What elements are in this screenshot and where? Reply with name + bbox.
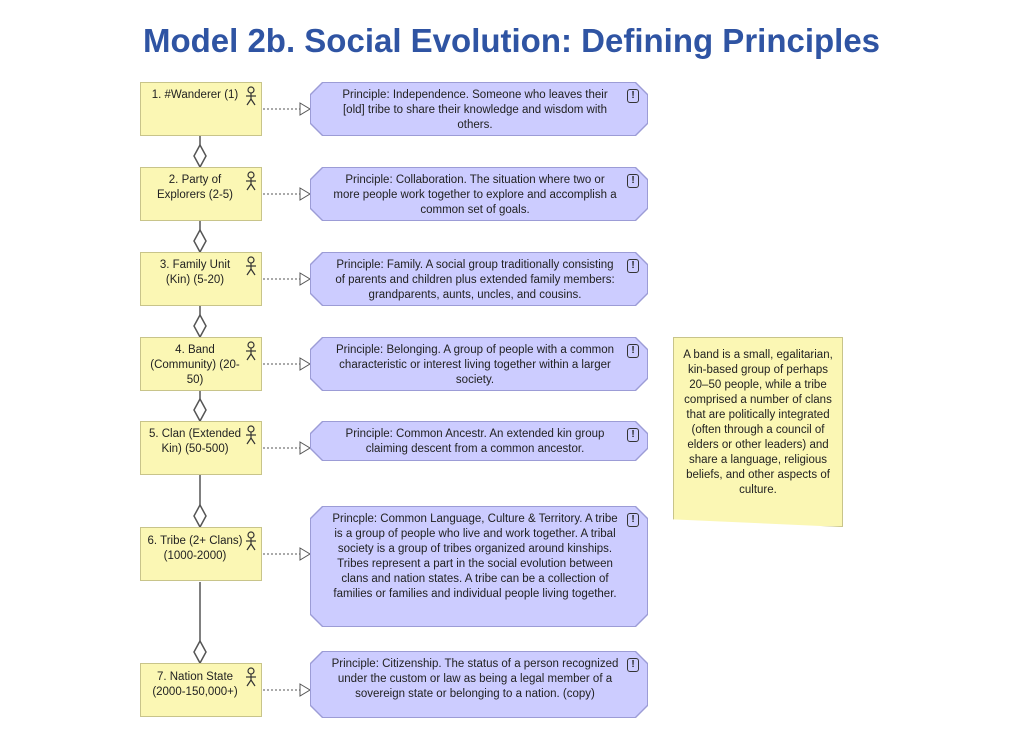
aggregation-diamond — [193, 639, 207, 665]
constraint-icon: ! — [627, 344, 639, 358]
actor-icon — [246, 531, 256, 551]
actor-label: 3. Family Unit (Kin) (5-20) — [159, 259, 231, 286]
principle-text: Principle: Independence. Someone who lea… — [342, 89, 608, 131]
actor-icon — [246, 667, 256, 687]
actor-icon — [246, 341, 256, 361]
actor-label: 2. Party of Explorers (2-5) — [156, 174, 234, 201]
constraint-icon: ! — [627, 174, 639, 188]
principle-text: Principle: Family. A social group tradit… — [335, 259, 615, 301]
principle-box[interactable]: Principle: Common Ancestr. An extended k… — [310, 421, 648, 461]
aggregation-diamond — [193, 228, 207, 254]
constraint-icon: ! — [627, 89, 639, 103]
actor-family-unit[interactable]: 3. Family Unit (Kin) (5-20) — [140, 252, 262, 306]
actor-label: 7. Nation State (2000-150,000+) — [152, 671, 238, 698]
principle-box[interactable]: Principle: Citizenship. The status of a … — [310, 651, 648, 718]
actor-icon — [246, 86, 256, 106]
aggregation-diamond — [193, 313, 207, 339]
aggregation-diamond — [193, 503, 207, 529]
note[interactable]: A band is a small, egalitarian, kin-base… — [673, 337, 843, 527]
actor-party-of-explorers[interactable]: 2. Party of Explorers (2-5) — [140, 167, 262, 221]
actor-label: 6. Tribe (2+ Clans) (1000-2000) — [147, 535, 243, 562]
page-title: Model 2b. Social Evolution: Defining Pri… — [142, 22, 881, 59]
principle-text: Principle: Belonging. A group of people … — [335, 344, 615, 386]
constraint-icon: ! — [627, 259, 639, 273]
actor-band[interactable]: 4. Band (Community) (20-50) — [140, 337, 262, 391]
actor-tribe[interactable]: 6. Tribe (2+ Clans) (1000-2000) — [140, 527, 262, 581]
principle-text: Principle: Common Ancestr. An extended k… — [345, 428, 605, 455]
actor-label: 4. Band (Community) (20-50) — [150, 344, 240, 386]
actor-label: 5. Clan (Extended Kin) (50-500) — [148, 428, 242, 455]
actor-icon — [246, 425, 256, 445]
constraint-icon: ! — [627, 428, 639, 442]
principle-box[interactable]: Principle: Belonging. A group of people … — [310, 337, 648, 391]
principle-box[interactable]: Principle: Family. A social group tradit… — [310, 252, 648, 306]
principle-text: Principle: Citizenship. The status of a … — [331, 658, 619, 700]
principle-text: Principle: Collaboration. The situation … — [333, 174, 617, 216]
aggregation-diamond — [193, 397, 207, 423]
actor-nation-state[interactable]: 7. Nation State (2000-150,000+) — [140, 663, 262, 717]
principle-box[interactable]: Principle: Independence. Someone who lea… — [310, 82, 648, 136]
principle-box[interactable]: Princple: Common Language, Culture & Ter… — [310, 506, 648, 627]
actor-label: 1. #Wanderer (1) — [151, 89, 239, 101]
actor-wanderer[interactable]: 1. #Wanderer (1) — [140, 82, 262, 136]
actor-icon — [246, 256, 256, 276]
principle-box[interactable]: Principle: Collaboration. The situation … — [310, 167, 648, 221]
actor-clan[interactable]: 5. Clan (Extended Kin) (50-500) — [140, 421, 262, 475]
constraint-icon: ! — [627, 658, 639, 672]
actor-icon — [246, 171, 256, 191]
constraint-icon: ! — [627, 513, 639, 527]
principle-text: Princple: Common Language, Culture & Ter… — [332, 513, 618, 600]
aggregation-diamond — [193, 143, 207, 169]
